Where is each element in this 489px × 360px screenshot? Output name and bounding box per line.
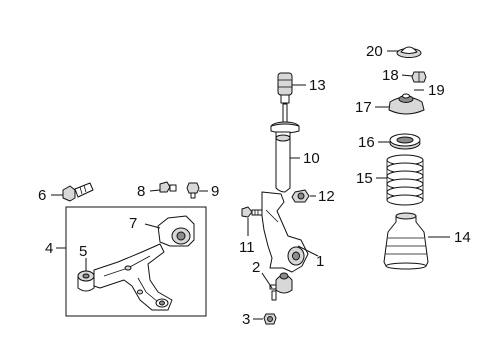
- callout-6: 6: [38, 187, 46, 204]
- part-19-strut-mount: [388, 93, 425, 115]
- leader-2: [261, 272, 273, 289]
- callout-12: 12: [318, 188, 335, 205]
- leader-7: [144, 223, 161, 229]
- control-arm-assembly-box: [65, 206, 207, 317]
- callout-2: 2: [252, 259, 260, 276]
- part-10-strut: [270, 103, 300, 193]
- part-16-bearing: [389, 133, 421, 150]
- part-18-nut: [411, 71, 427, 83]
- part-3-nut: [263, 313, 277, 325]
- part-5-front-bushing: [77, 270, 95, 292]
- callout-16: 16: [358, 134, 375, 151]
- callout-4: 4: [45, 240, 53, 257]
- part-2-ball-joint: [269, 272, 293, 301]
- part-12-nut: [291, 189, 310, 203]
- callout-1: 1: [316, 253, 324, 270]
- callout-13: 13: [309, 77, 326, 94]
- callout-19: 19: [428, 82, 445, 99]
- lower-control-arm: [93, 243, 173, 311]
- callout-9: 9: [211, 183, 219, 200]
- callout-3: 3: [242, 311, 250, 328]
- callout-17: 17: [355, 99, 372, 116]
- leader-18: [401, 74, 413, 77]
- callout-14: 14: [454, 229, 471, 246]
- part-8-bolt: [159, 181, 177, 193]
- part-9-bolt: [186, 182, 200, 199]
- part-7-rear-bushing: [157, 215, 195, 247]
- part-11-bolt: [241, 206, 263, 218]
- callout-5: 5: [79, 243, 87, 260]
- callout-15: 15: [356, 170, 373, 187]
- leader-1: [297, 245, 319, 257]
- part-14-dust-boot: [383, 212, 429, 270]
- callout-7: 7: [129, 215, 137, 232]
- callout-8: 8: [137, 183, 145, 200]
- part-1-steering-knuckle: [261, 191, 309, 273]
- callout-11: 11: [239, 239, 255, 256]
- part-13-bump-stop: [277, 72, 293, 104]
- callout-18: 18: [382, 67, 399, 84]
- part-15-coil-spring: [386, 154, 424, 206]
- part-20-top-cap: [396, 46, 422, 58]
- part-6-bolt: [62, 182, 94, 202]
- callout-20: 20: [366, 43, 383, 60]
- leader-8: [149, 189, 161, 192]
- callout-10: 10: [303, 150, 320, 167]
